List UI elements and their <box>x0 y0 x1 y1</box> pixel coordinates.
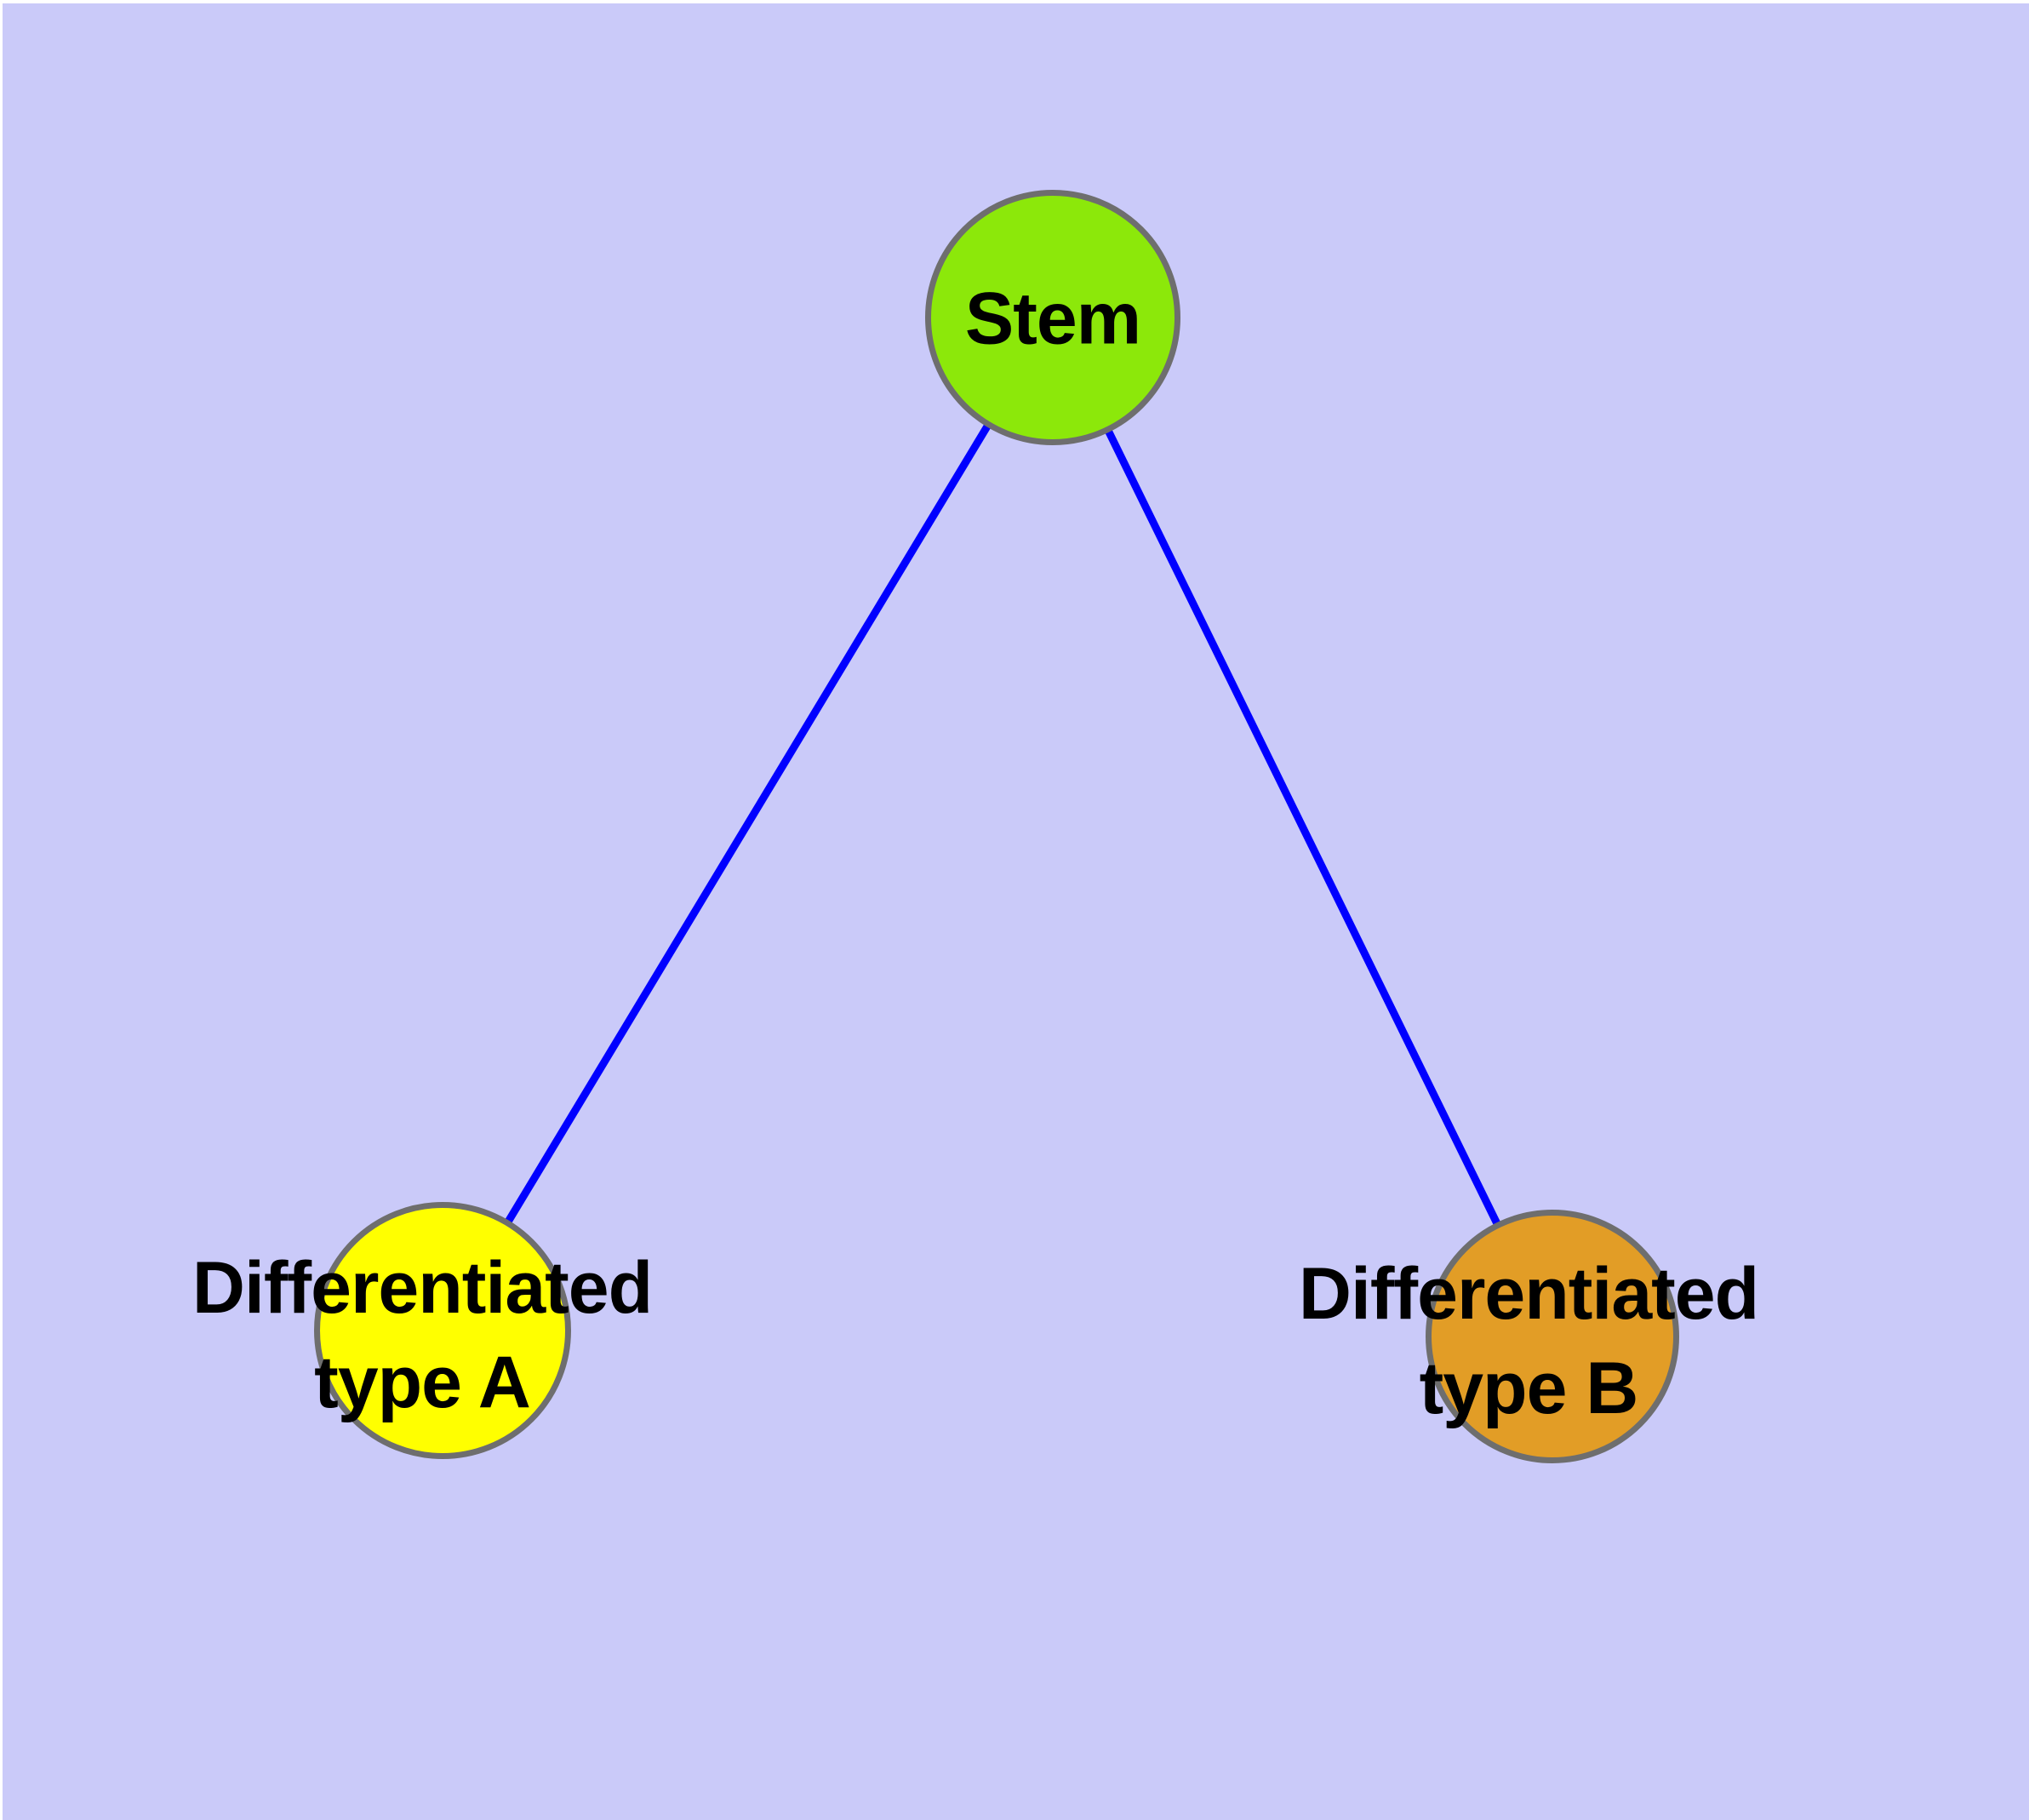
node-stem-label: Stem <box>964 272 1141 367</box>
node-type-b-label: Differentiated type B <box>1298 1247 1759 1436</box>
node-type-a-label: Differentiated type A <box>191 1241 653 1430</box>
label-line: Stem <box>964 278 1141 360</box>
node-differentiated-type-b <box>1426 1210 1679 1463</box>
edge-stem-to-type-a <box>439 315 1056 1333</box>
label-line: type A <box>314 1342 531 1423</box>
label-line: Differentiated <box>191 1247 653 1329</box>
node-differentiated-type-a <box>314 1202 571 1459</box>
label-line: type B <box>1419 1348 1639 1429</box>
edge-stem-to-type-b <box>1049 316 1557 1338</box>
label-line: Differentiated <box>1298 1253 1759 1335</box>
node-stem <box>925 190 1180 445</box>
